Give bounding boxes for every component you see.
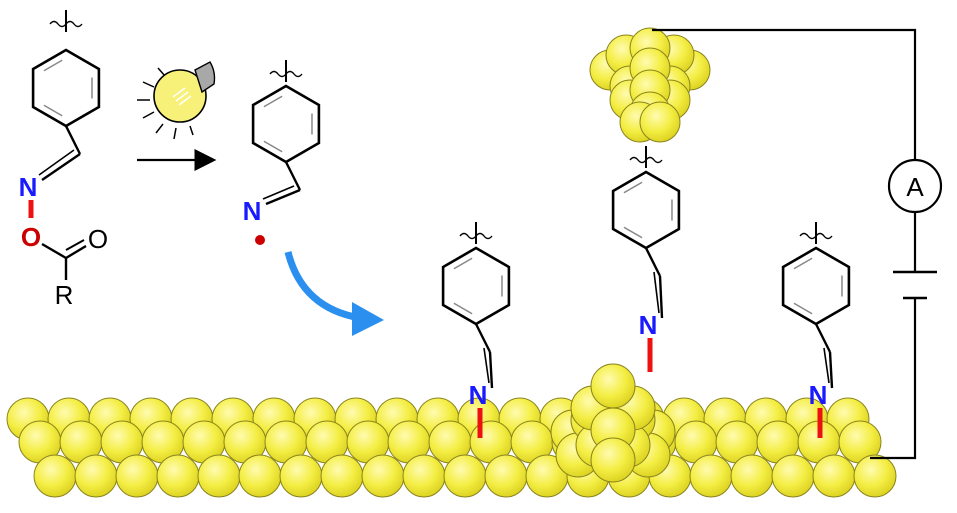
aromatic-bond — [793, 257, 813, 270]
gold-atom — [115, 454, 159, 498]
bond — [41, 242, 67, 260]
benzene-ring — [251, 84, 321, 164]
bound-molecule-center: N — [611, 146, 681, 372]
nitrogen-label: N — [639, 310, 658, 340]
bond — [64, 125, 82, 155]
wavy-bond-icon — [49, 20, 83, 28]
aromatic-bond — [623, 226, 643, 239]
circuit — [652, 28, 917, 460]
aromatic-bond — [43, 104, 63, 117]
nitrogen-label: N — [809, 380, 828, 410]
iminyl-radical-molecule: N — [243, 60, 321, 245]
gold-atom — [33, 454, 77, 498]
gold-atom — [74, 454, 118, 498]
gold-atom — [238, 454, 282, 498]
gold-atom — [812, 454, 856, 498]
gold-tip-cluster — [589, 27, 711, 143]
gold-atom — [689, 454, 733, 498]
ammeter-icon: A — [887, 158, 943, 214]
bond — [284, 161, 302, 191]
aromatic-bond — [263, 140, 283, 153]
gold-atom — [197, 454, 241, 498]
gold-atom — [484, 454, 528, 498]
bond — [65, 244, 87, 260]
bound-molecule-left: N — [441, 222, 511, 438]
bound-molecule-right: N — [781, 222, 851, 438]
bond — [658, 275, 664, 319]
bond — [828, 351, 834, 389]
benzene-ring — [441, 246, 511, 326]
double-bond — [653, 271, 660, 314]
circuit-wire — [652, 28, 917, 160]
gold-surface — [6, 397, 897, 498]
gold-atom — [853, 454, 897, 498]
bond — [474, 323, 492, 353]
aromatic-bond — [623, 181, 643, 194]
radical-dot-icon — [255, 235, 265, 245]
gold-atom — [771, 454, 815, 498]
gold-atom — [402, 454, 446, 498]
carbonyl-oxygen-label: O — [88, 224, 108, 254]
nitrogen-label: N — [243, 196, 262, 226]
circuit-wire — [870, 298, 917, 460]
gold-atom — [156, 454, 200, 498]
wavy-bond-icon — [799, 232, 833, 240]
aromatic-bond — [43, 59, 63, 72]
aromatic-bond — [793, 302, 813, 315]
gold-atom — [590, 363, 636, 409]
double-bond — [823, 347, 830, 384]
benzene-ring — [31, 48, 101, 128]
double-bond — [38, 149, 75, 176]
double-bond — [483, 347, 490, 384]
ammeter-label: A — [906, 172, 924, 202]
gold-atom — [320, 454, 364, 498]
double-bond — [262, 185, 295, 200]
gold-atom — [279, 454, 323, 498]
bond — [41, 153, 81, 181]
bond — [488, 351, 494, 389]
gold-atom — [590, 437, 636, 483]
double-bond — [65, 239, 85, 251]
gold-atom — [443, 454, 487, 498]
aromatic-bond — [263, 95, 283, 108]
wavy-bond-icon — [459, 232, 493, 240]
aromatic-bond — [453, 302, 473, 315]
wavy-bond-icon — [629, 156, 663, 164]
r-group-label: R — [55, 280, 74, 310]
curved-arrow-icon — [284, 251, 384, 336]
gold-atom — [639, 101, 681, 143]
gold-atom — [361, 454, 405, 498]
light-bulb-icon — [137, 61, 216, 140]
nitrogen-label: N — [19, 172, 38, 202]
bond — [265, 188, 301, 206]
bond — [644, 247, 662, 277]
battery-icon — [893, 270, 937, 300]
benzene-ring — [781, 246, 851, 326]
gold-surface-cluster — [550, 363, 676, 483]
oxygen-label: O — [21, 222, 41, 252]
benzene-ring — [611, 170, 681, 250]
nitrogen-label: N — [469, 380, 488, 410]
wavy-bond-icon — [269, 70, 303, 78]
bond — [814, 323, 832, 353]
gold-atom — [730, 454, 774, 498]
aromatic-bond — [453, 257, 473, 270]
